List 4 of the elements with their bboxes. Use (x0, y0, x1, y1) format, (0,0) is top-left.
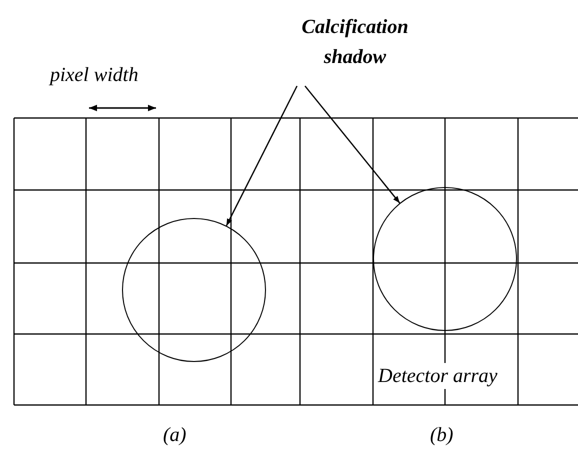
callout-text: Calcification shadow (275, 12, 435, 84)
grid-label: Detector array (378, 363, 498, 389)
arrow (304, 86, 400, 204)
arrow (226, 86, 298, 226)
